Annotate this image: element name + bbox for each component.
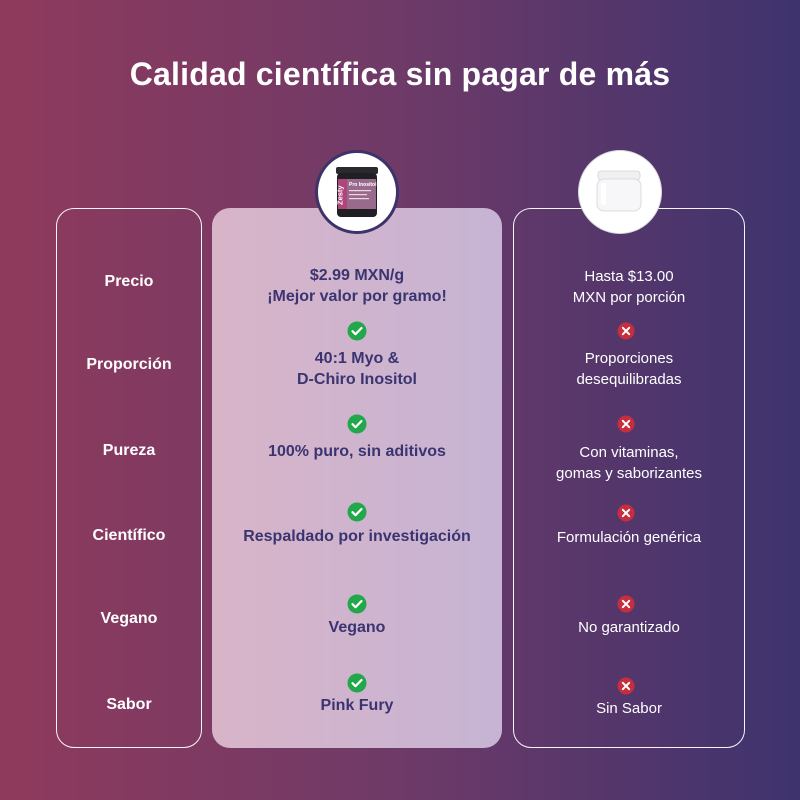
competitor-value-proporcion: Proporciones desequilibradas [576,350,682,388]
zesty-value-cientifico: Respaldado por investigación [243,528,471,545]
zesty-value-pureza: 100% puro, sin aditivos [268,443,446,460]
zesty-product-name: Pro Inositol [349,182,377,188]
zesty-value-precio: $2.99 MXN/g ¡Mejor valor por gramo! [267,267,447,305]
row-label-precio: Precio [104,273,154,290]
zesty-column [212,208,502,748]
check-circle-icon [347,321,367,341]
zesty-value-sabor: Pink Fury [320,697,394,714]
zesty-value-vegano: Vegano [328,619,386,636]
check-circle-icon [347,502,367,522]
competitor-value-pureza: Con vitaminas, gomas y saborizantes [556,444,702,482]
cross-circle-icon [617,415,635,433]
zesty-jar-icon: Zesty Pro Inositol [336,167,378,217]
criteria-column [56,208,202,748]
row-label-vegano: Vegano [100,610,158,627]
row-label-sabor: Sabor [106,696,152,713]
row-label-proporcion: Proporción [86,356,172,373]
generic-jar-icon [596,170,642,212]
row-label-pureza: Pureza [102,442,156,459]
zesty-brand-label: Zesty [336,185,345,205]
competitor-value-cientifico: Formulación genérica [556,529,702,546]
check-circle-icon [347,594,367,614]
row-label-cientifico: Científico [92,527,166,544]
cross-circle-icon [617,595,635,613]
cross-circle-icon [617,322,635,340]
competitor-value-precio: Hasta $13.00 MXN por porción [572,268,686,306]
cross-circle-icon [617,504,635,522]
competitor-product-image [578,150,662,234]
zesty-value-proporcion: 40:1 Myo & D-Chiro Inositol [297,350,417,388]
competitor-value-sabor: Sin Sabor [596,700,662,717]
page-title: Calidad científica sin pagar de más [129,56,671,92]
zesty-product-image: Zesty Pro Inositol [315,150,399,234]
check-circle-icon [347,414,367,434]
competitor-value-vegano: No garantizado [578,619,680,636]
cross-circle-icon [617,677,635,695]
check-circle-icon [347,673,367,693]
